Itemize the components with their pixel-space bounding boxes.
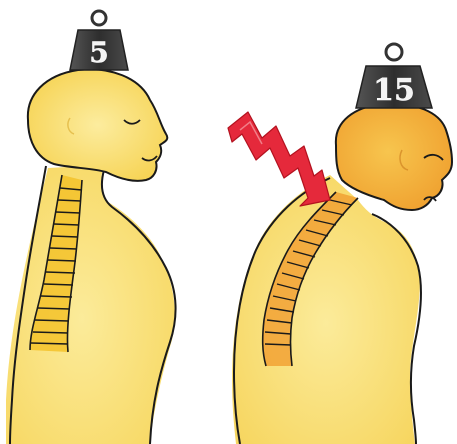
left-body [6,165,175,444]
right-head [336,104,452,210]
weight-icon-right: 15 [356,44,432,108]
left-head [28,69,167,181]
weight-icon: 5 [70,11,128,70]
right-weight-label: 15 [373,73,415,108]
left-weight-label: 5 [89,36,108,69]
pain-arrow-icon [228,112,330,206]
left-figure: 5 [6,11,176,444]
right-figure: 15 [228,44,452,444]
